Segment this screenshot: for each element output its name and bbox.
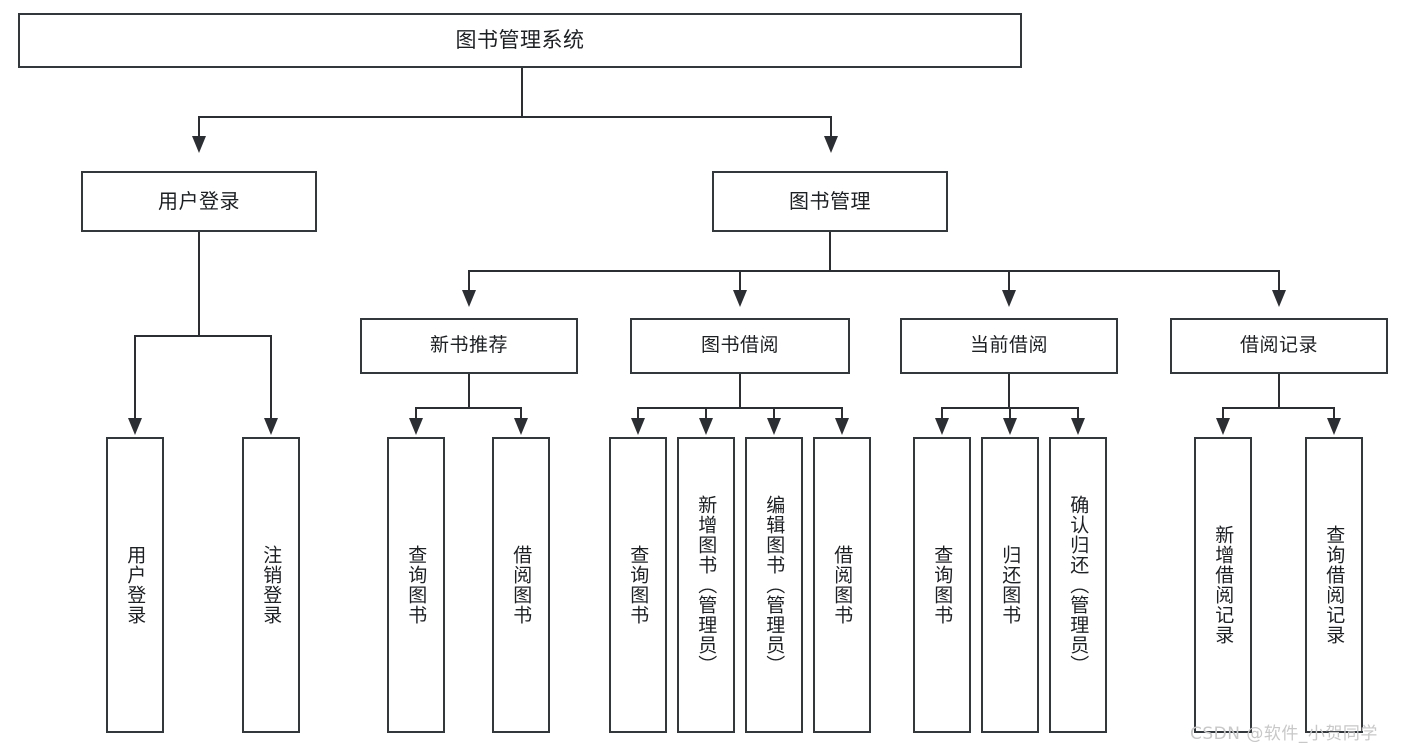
leaf-return-book[interactable]: 归还图书 [981, 437, 1039, 733]
arrowhead-leaf-logout [264, 418, 278, 435]
arrowhead-leaf-add-record [1216, 418, 1230, 435]
arrowhead-leaf-return-book [1003, 418, 1017, 435]
node-book-manage[interactable]: 图书管理 [712, 171, 948, 232]
edge-borrow-record-leaf-1 [1222, 407, 1224, 420]
edge-to-new-book [468, 270, 470, 292]
leaf-edit-book-admin[interactable]: 编辑图书（管理员） [745, 437, 803, 733]
edge-new-book-stem [468, 374, 470, 409]
edge-book-borrow-bar [637, 407, 843, 409]
node-label: 新增借阅记录 [1212, 525, 1235, 645]
node-label: 查询图书 [627, 545, 650, 625]
node-label: 注销登录 [260, 545, 283, 625]
node-new-book-recommend[interactable]: 新书推荐 [360, 318, 578, 374]
arrowhead-current-borrow [1002, 290, 1016, 307]
edge-new-book-leaf-1 [415, 407, 417, 420]
edge-current-borrow-leaf-3 [1077, 407, 1079, 420]
edge-borrow-record-bar [1222, 407, 1335, 409]
arrowhead-new-book [462, 290, 476, 307]
node-user-login[interactable]: 用户登录 [81, 171, 317, 232]
edge-borrow-record-leaf-2 [1333, 407, 1335, 420]
arrowhead-leaf-edit-book [767, 418, 781, 435]
node-label: 借阅图书 [510, 545, 533, 625]
arrowhead-leaf-add-book [699, 418, 713, 435]
arrowhead-leaf-query-record [1327, 418, 1341, 435]
node-label: 查询图书 [931, 545, 954, 625]
edge-root-stem [521, 68, 523, 117]
leaf-logout[interactable]: 注销登录 [242, 437, 300, 733]
node-current-borrow[interactable]: 当前借阅 [900, 318, 1118, 374]
edge-book-borrow-leaf-3 [773, 407, 775, 420]
edge-to-book-borrow [739, 270, 741, 292]
edge-book-borrow-leaf-4 [841, 407, 843, 420]
node-book-borrow[interactable]: 图书借阅 [630, 318, 850, 374]
node-label: 借阅记录 [1239, 334, 1318, 357]
node-label: 用户登录 [124, 545, 147, 625]
arrowhead-leaf-confirm-return [1071, 418, 1085, 435]
node-label: 新增图书（管理员） [695, 495, 718, 675]
arrowhead-book-manage [824, 136, 838, 153]
edge-new-book-bar [415, 407, 522, 409]
edge-book-manage-bar [468, 270, 1280, 272]
node-label: 用户登录 [158, 189, 240, 214]
edge-user-login-stem [198, 232, 200, 336]
node-root-system[interactable]: 图书管理系统 [18, 13, 1022, 68]
leaf-query-book-current[interactable]: 查询图书 [913, 437, 971, 733]
node-borrow-record[interactable]: 借阅记录 [1170, 318, 1388, 374]
leaf-query-book-recommend[interactable]: 查询图书 [387, 437, 445, 733]
node-label: 编辑图书（管理员） [763, 495, 786, 675]
edge-borrow-record-stem [1278, 374, 1280, 409]
node-label: 查询图书 [405, 545, 428, 625]
edge-book-borrow-leaf-1 [637, 407, 639, 420]
arrowhead-user-login [192, 136, 206, 153]
edge-to-borrow-record [1278, 270, 1280, 292]
arrowhead-leaf-query-book-1 [409, 418, 423, 435]
leaf-user-login[interactable]: 用户登录 [106, 437, 164, 733]
edge-to-book-manage [830, 116, 832, 138]
node-label: 借阅图书 [831, 545, 854, 625]
node-label: 新书推荐 [429, 334, 508, 357]
arrowhead-leaf-query-book-2 [631, 418, 645, 435]
edge-current-borrow-leaf-2 [1009, 407, 1011, 420]
arrowhead-leaf-borrow-book-1 [514, 418, 528, 435]
arrowhead-leaf-borrow-book-2 [835, 418, 849, 435]
leaf-add-book-admin[interactable]: 新增图书（管理员） [677, 437, 735, 733]
leaf-add-borrow-record[interactable]: 新增借阅记录 [1194, 437, 1252, 733]
arrowhead-borrow-record [1272, 290, 1286, 307]
arrowhead-book-borrow [733, 290, 747, 307]
node-label: 当前借阅 [969, 334, 1048, 357]
arrowhead-leaf-user-login [128, 418, 142, 435]
edge-root-bar [198, 116, 832, 118]
leaf-confirm-return-admin[interactable]: 确认归还（管理员） [1049, 437, 1107, 733]
arrowhead-leaf-query-book-3 [935, 418, 949, 435]
node-label: 图书管理 [789, 189, 871, 214]
node-label: 归还图书 [999, 545, 1022, 625]
node-label: 图书借阅 [700, 334, 779, 357]
edge-current-borrow-leaf-1 [941, 407, 943, 420]
edge-book-manage-stem [829, 232, 831, 271]
csdn-watermark: CSDN @软件_小贺同学 [1190, 724, 1378, 744]
edge-current-borrow-stem [1008, 374, 1010, 409]
edge-to-user-login [198, 116, 200, 138]
leaf-query-book-borrow[interactable]: 查询图书 [609, 437, 667, 733]
edge-book-borrow-stem [739, 374, 741, 409]
edge-book-borrow-leaf-2 [705, 407, 707, 420]
edge-user-login-bar [134, 335, 272, 337]
edge-user-login-leaf-2 [270, 335, 272, 420]
edge-new-book-leaf-2 [520, 407, 522, 420]
node-label: 图书管理系统 [455, 27, 585, 52]
node-label: 查询借阅记录 [1323, 525, 1346, 645]
leaf-query-borrow-record[interactable]: 查询借阅记录 [1305, 437, 1363, 733]
leaf-borrow-book-recommend[interactable]: 借阅图书 [492, 437, 550, 733]
leaf-borrow-book[interactable]: 借阅图书 [813, 437, 871, 733]
edge-user-login-leaf-1 [134, 335, 136, 420]
edge-to-current-borrow [1008, 270, 1010, 292]
node-label: 确认归还（管理员） [1067, 495, 1090, 675]
